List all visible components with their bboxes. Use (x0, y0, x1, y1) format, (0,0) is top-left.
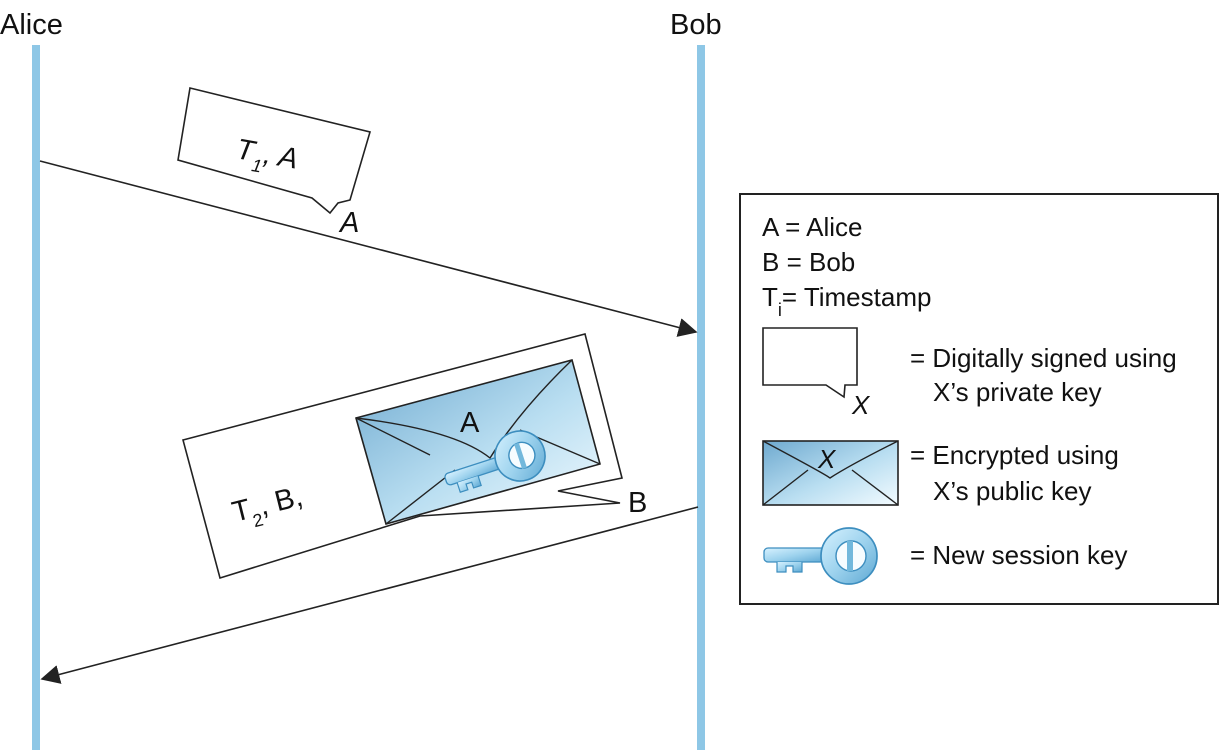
message-2-signer: B (628, 487, 647, 519)
message-1-sender: , A (261, 138, 300, 175)
signature-bubble-icon (762, 327, 858, 399)
message-2-subscript: 2 (251, 509, 266, 531)
legend-signature-line-2: X’s private key (933, 377, 1102, 407)
legend-timestamp-definition: = Timestamp (782, 282, 932, 312)
svg-text:Ti= Timestamp: Ti= Timestamp (762, 282, 931, 320)
legend-encrypted-line-1: = Encrypted using (910, 440, 1119, 470)
encrypted-envelope-icon: A (355, 359, 601, 525)
message-1-signer: A (338, 207, 359, 239)
legend: A = Alice B = Bob Ti= Timestamp X = Digi… (739, 193, 1219, 605)
alice-label: Alice (0, 9, 63, 41)
envelope-recipient-label: A (460, 407, 480, 439)
legend-envelope-recipient: X (817, 444, 837, 474)
legend-session-key-definition: = New session key (910, 540, 1127, 570)
legend-timestamp-subscript: i (778, 300, 782, 320)
legend-bob-definition: B = Bob (762, 247, 855, 277)
message-1-signed-bubble: T1, A A (177, 87, 372, 239)
message-1-subscript: 1 (250, 155, 263, 176)
session-key-icon (444, 430, 546, 493)
message-2-signed-bubble: T2, B, B A (182, 333, 647, 580)
legend-box (739, 193, 1219, 605)
svg-text:T2, B,: T2, B, (229, 481, 308, 536)
legend-envelope-icon (762, 440, 899, 506)
message-2-arrow (40, 506, 699, 684)
legend-alice-definition: A = Alice (762, 212, 862, 242)
legend-signature-signer: X (851, 390, 871, 420)
legend-timestamp-prefix: T (762, 282, 778, 312)
message-1-arrow (39, 160, 698, 337)
legend-session-key-icon (763, 527, 878, 585)
legend-signature-line-1: = Digitally signed using (910, 343, 1177, 373)
legend-encrypted-line-2: X’s public key (933, 476, 1092, 506)
bob-label: Bob (670, 9, 722, 41)
